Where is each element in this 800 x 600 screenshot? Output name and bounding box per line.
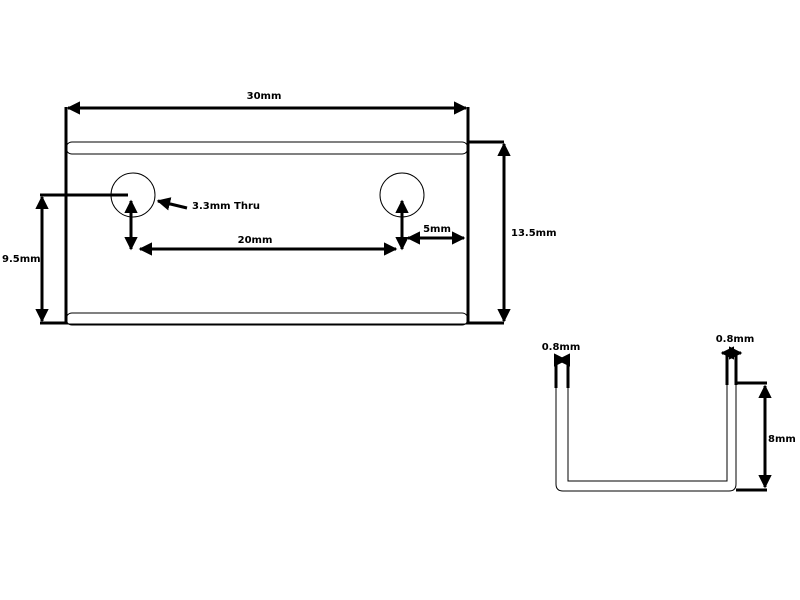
- right-wall-thickness-label: 0.8mm: [716, 334, 755, 345]
- channel-side-view: [554, 353, 738, 492]
- hole-diameter-label: 3.3mm Thru: [192, 201, 260, 212]
- width-label: 30mm: [247, 91, 282, 102]
- hole-edge-offset-dimension: 5mm: [406, 224, 466, 245]
- bottom-bend-line: [65, 312, 469, 326]
- top-bend-line: [65, 141, 469, 155]
- channel-height-dimension: 8mm: [736, 381, 796, 492]
- hole-height-label: 9.5mm: [2, 254, 41, 265]
- hole-edge-offset-label: 5mm: [423, 224, 451, 235]
- width-dimension: 30mm: [66, 91, 468, 115]
- left-wall-thickness-label: 0.8mm: [542, 342, 581, 353]
- hole-diameter-callout: 3.3mm Thru: [156, 197, 260, 212]
- plate-top-view: [64, 107, 470, 326]
- hole-height-dimension: 9.5mm: [2, 193, 128, 325]
- channel-outer-profile: [555, 385, 737, 492]
- height-label: 13.5mm: [511, 228, 557, 239]
- channel-inner-profile: [567, 385, 728, 482]
- channel-height-label: 8mm: [768, 434, 796, 445]
- left-wall-thickness-dimension: 0.8mm: [542, 342, 581, 367]
- hole-spacing-label: 20mm: [238, 235, 273, 246]
- hole-spacing-dimension: 20mm: [124, 199, 409, 256]
- height-dimension: 13.5mm: [468, 140, 557, 325]
- right-wall-thickness-dimension: 0.8mm: [716, 334, 755, 360]
